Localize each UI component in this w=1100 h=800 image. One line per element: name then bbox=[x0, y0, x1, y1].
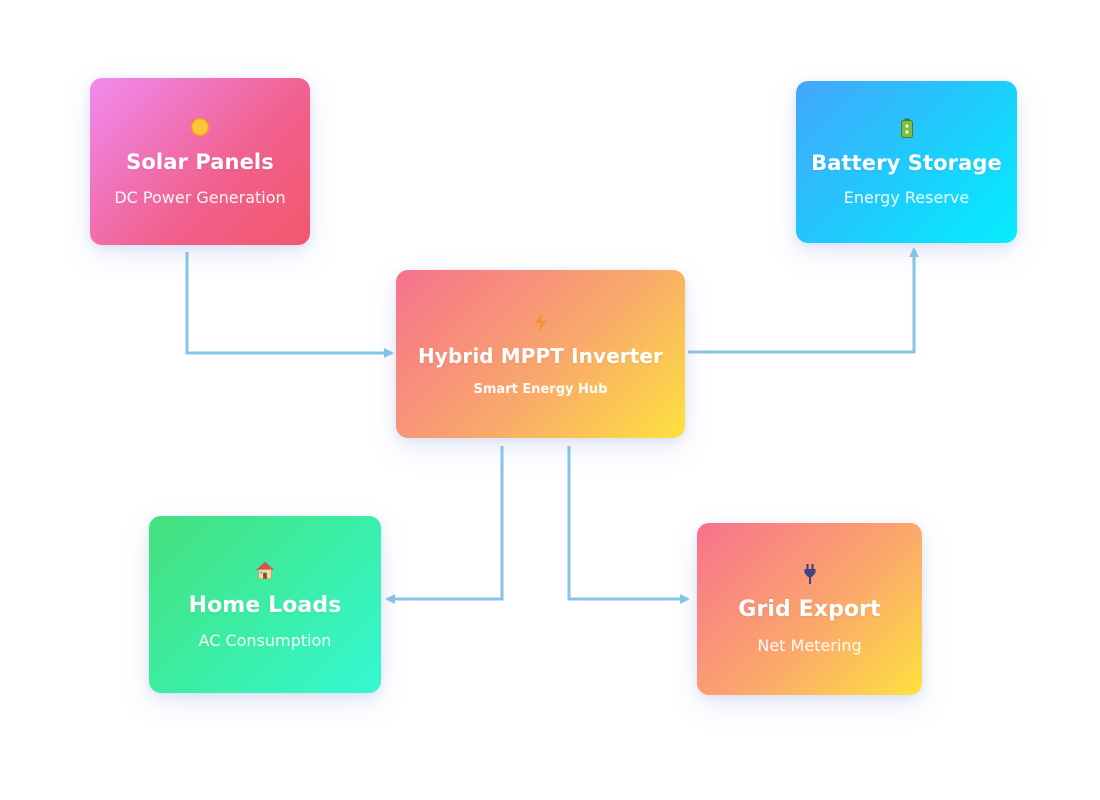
lightning-icon bbox=[530, 311, 552, 333]
node-title: Home Loads bbox=[188, 592, 342, 618]
battery-icon bbox=[896, 117, 918, 139]
node-hybrid-inverter[interactable]: Hybrid MPPT Inverter Smart Energy Hub bbox=[396, 270, 685, 438]
connector-solar-to-inverter bbox=[185, 252, 394, 358]
connector-inverter-to-grid bbox=[567, 446, 690, 604]
node-subtitle: Smart Energy Hub bbox=[473, 382, 608, 397]
connector-inverter-to-home bbox=[385, 446, 504, 604]
power-plug-icon bbox=[799, 563, 821, 585]
node-battery-storage[interactable]: Battery Storage Energy Reserve bbox=[796, 81, 1017, 243]
node-subtitle: Net Metering bbox=[757, 635, 862, 655]
node-subtitle: AC Consumption bbox=[198, 631, 332, 651]
node-title: Solar Panels bbox=[126, 150, 274, 175]
connector-inverter-to-battery bbox=[688, 247, 919, 354]
house-icon bbox=[254, 559, 276, 581]
node-grid-export[interactable]: Grid Export Net Metering bbox=[697, 523, 922, 695]
node-subtitle: Energy Reserve bbox=[843, 188, 970, 208]
node-home-loads[interactable]: Home Loads AC Consumption bbox=[149, 516, 381, 693]
node-title: Battery Storage bbox=[811, 150, 1002, 175]
node-title: Hybrid MPPT Inverter bbox=[417, 344, 664, 368]
node-subtitle: DC Power Generation bbox=[114, 187, 286, 207]
node-solar-panels[interactable]: Solar Panels DC Power Generation bbox=[90, 78, 310, 245]
node-title: Grid Export bbox=[738, 597, 881, 623]
sun-icon bbox=[189, 116, 211, 138]
